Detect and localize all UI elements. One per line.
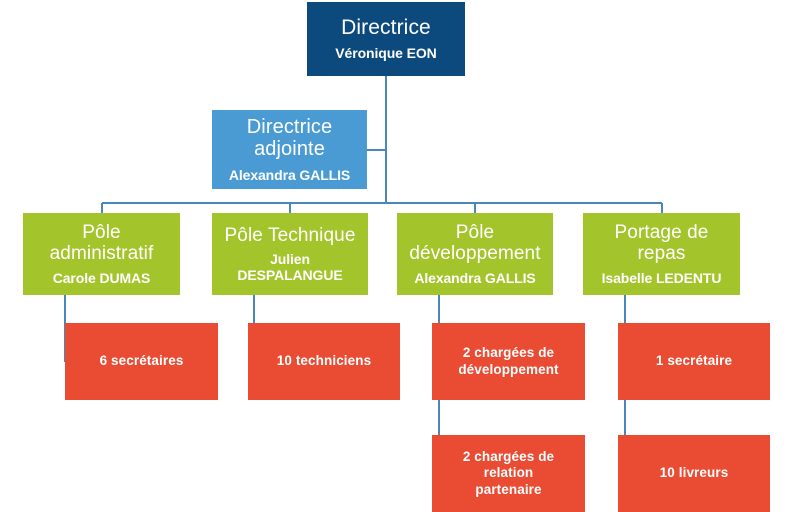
- node-directrice-adjointe[interactable]: Directrice adjointe Alexandra GALLIS: [212, 110, 367, 189]
- node-team-2-1[interactable]: 10 techniciens: [248, 323, 400, 400]
- node-title-line1: Portage de: [614, 221, 709, 243]
- node-team-label-line2: partenaire: [475, 481, 542, 497]
- node-team-label-line1: 10 techniciens: [276, 353, 372, 369]
- node-person: Véronique EON: [335, 45, 437, 62]
- node-team-4-2[interactable]: 10 livreurs: [618, 435, 770, 512]
- node-team-label-line1: 10 livreurs: [659, 465, 729, 481]
- node-person: Alexandra GALLIS: [414, 270, 536, 287]
- node-team-label: 6 secrétaires: [100, 353, 184, 369]
- node-team-label: 10 livreurs: [660, 465, 729, 481]
- node-title-line1: Pôle Technique: [224, 224, 356, 246]
- node-title-line1: Pôle: [455, 221, 495, 243]
- node-title: Directrice adjointe: [247, 116, 332, 162]
- node-team-label-line1: 1 secrétaire: [655, 353, 733, 369]
- node-person: Alexandra GALLIS: [228, 167, 351, 184]
- node-title-line2: administratif: [49, 243, 154, 265]
- node-directrice[interactable]: Directrice Véronique EON: [307, 2, 465, 76]
- node-team-4-1[interactable]: 1 secrétaire: [618, 323, 770, 400]
- node-team-label-line1: 2 chargées de relation: [462, 448, 555, 481]
- node-title-line1: Directrice: [246, 115, 333, 138]
- node-title-line1: Pôle: [82, 221, 121, 243]
- node-team-1-1[interactable]: 6 secrétaires: [65, 323, 218, 400]
- node-team-label: 10 techniciens: [277, 353, 371, 369]
- node-title: Directrice: [341, 16, 431, 40]
- node-team-label-line1: 2 chargées de: [462, 345, 555, 361]
- node-person: Isabelle LEDENTU: [601, 270, 722, 287]
- node-team-label-line2: développement: [458, 361, 559, 377]
- node-person: Carole DUMAS: [52, 270, 151, 287]
- node-title-line2: adjointe: [254, 138, 325, 161]
- node-title-line2: repas: [637, 243, 686, 265]
- node-team-label-line1: 6 secrétaires: [99, 353, 184, 369]
- node-title: Pôle Technique: [225, 225, 356, 247]
- node-person: Julien DESPALANGUE: [237, 251, 343, 284]
- node-team-label: 1 secrétaire: [656, 353, 732, 369]
- node-title-line2: développement: [409, 243, 541, 265]
